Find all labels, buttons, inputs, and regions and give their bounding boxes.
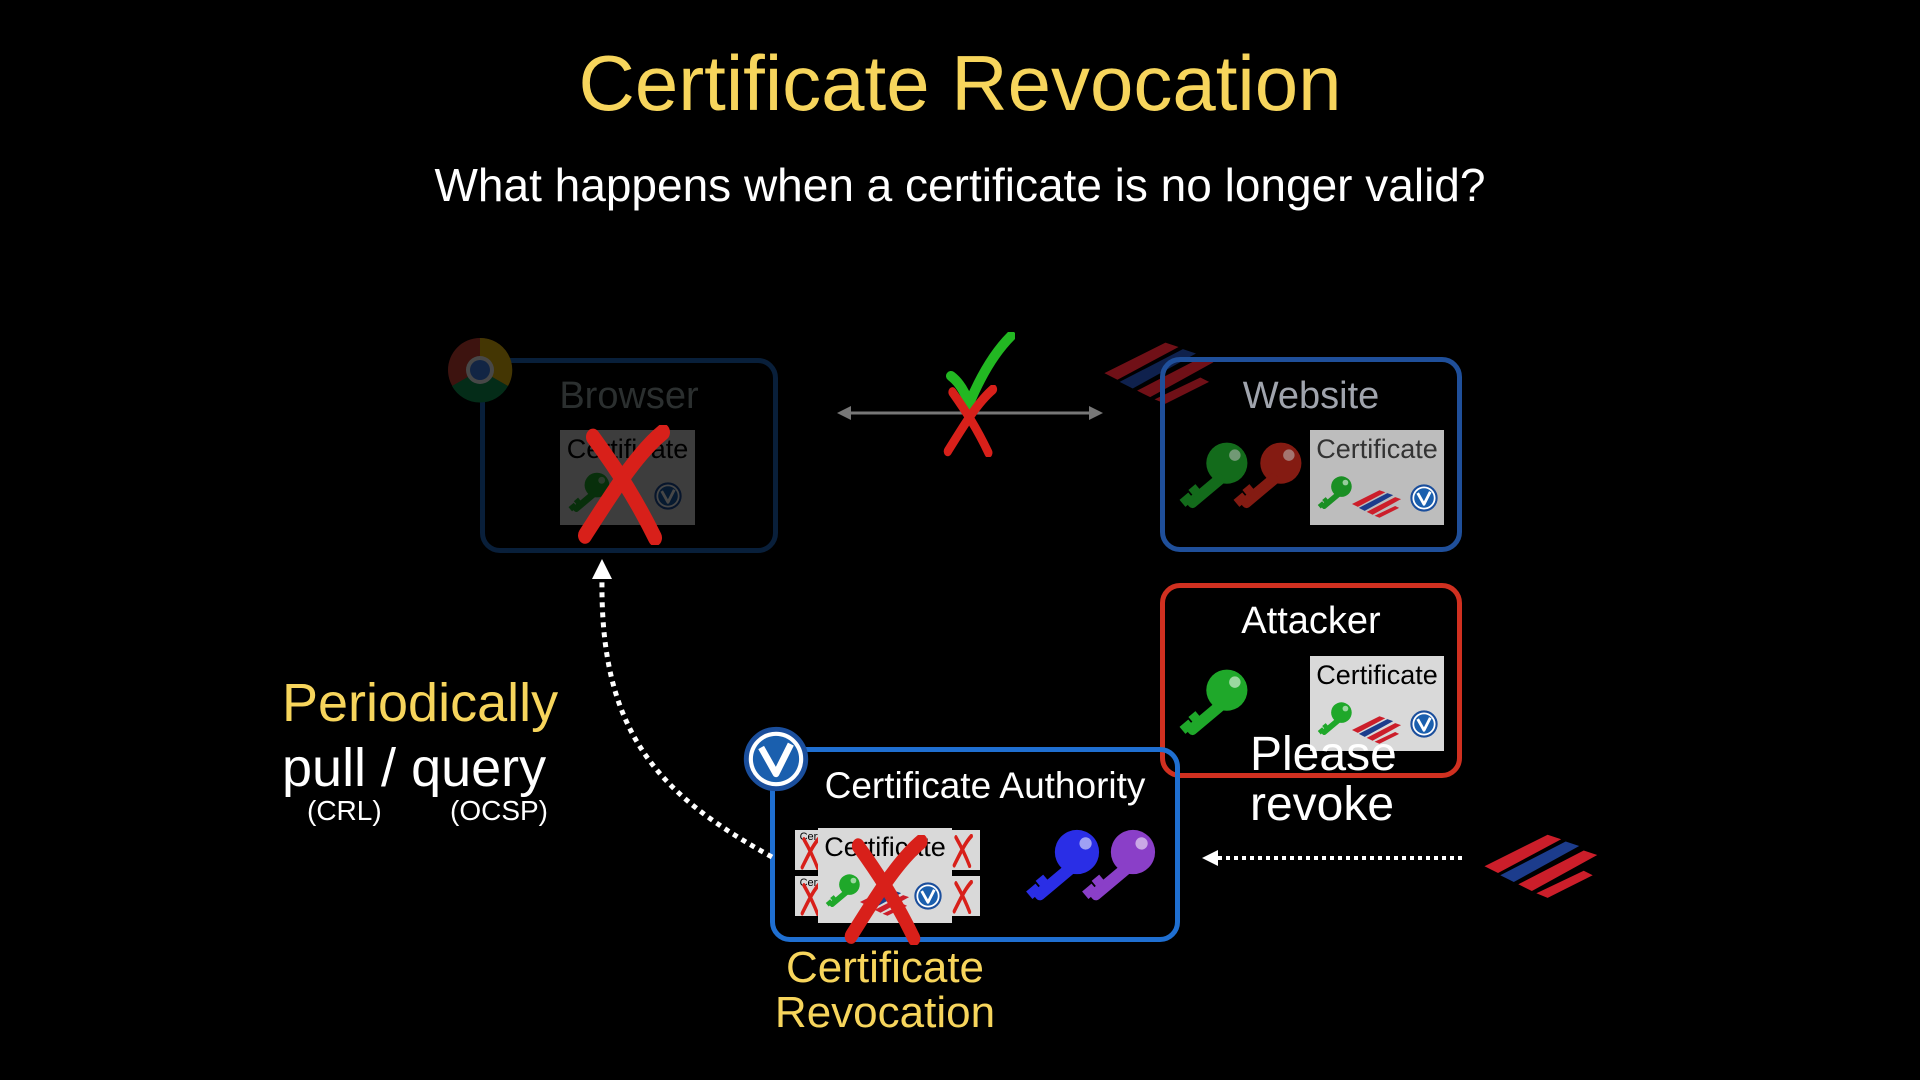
pull-query-label: pull / query xyxy=(282,738,547,798)
attacker-certificate: Certificate xyxy=(1310,656,1444,751)
cross-icon xyxy=(942,385,1000,457)
ca-label: Certificate Authority xyxy=(824,765,1146,806)
revoke-request-text: Please revoke xyxy=(1250,730,1490,830)
distribution-arrow xyxy=(592,559,774,860)
key-icon xyxy=(1172,665,1252,745)
attacker-cert-label: Certificate xyxy=(1316,660,1438,690)
website-label: Website xyxy=(1242,375,1380,417)
key-icon xyxy=(1074,825,1160,911)
cross-icon xyxy=(952,834,974,868)
check-icon xyxy=(946,332,1015,410)
key-icon xyxy=(1226,438,1306,518)
slide-subtitle: What happens when a certificate is no lo… xyxy=(434,159,1486,211)
caption-line-2: Revocation xyxy=(774,988,996,1037)
website-box xyxy=(1160,357,1462,552)
browser-label: Browser xyxy=(559,375,699,417)
slide-title: Certificate Revocation xyxy=(578,39,1342,127)
key-icon xyxy=(1314,474,1354,514)
cross-icon xyxy=(575,425,675,545)
chrome-icon xyxy=(448,337,513,403)
crl-label: (CRL) xyxy=(307,795,382,826)
attacker-box xyxy=(1160,583,1462,778)
periodically-label: Periodically xyxy=(282,673,559,733)
ca-box xyxy=(770,747,1180,942)
revocation-caption: Certificate Revocation xyxy=(740,945,1030,1035)
browser-box xyxy=(480,358,778,553)
website-certificate: Certificate xyxy=(1310,430,1444,525)
website-cert-label: Certificate xyxy=(1316,434,1438,464)
browser-group: Browser Certificate xyxy=(445,330,795,560)
bank-logo-icon xyxy=(1350,488,1404,518)
revoke-line-1: Please xyxy=(1250,728,1397,781)
cross-icon xyxy=(952,880,974,914)
cross-icon xyxy=(842,835,932,945)
attacker-label: Attacker xyxy=(1241,600,1381,642)
caption-line-1: Certificate xyxy=(785,943,985,992)
bank-logo-icon xyxy=(1480,830,1604,898)
ocsp-label: (OCSP) xyxy=(450,795,548,826)
revoke-line-2: revoke xyxy=(1250,778,1395,831)
browser-certificate: Certificate xyxy=(560,430,695,525)
revoke-request-arrow xyxy=(1202,850,1466,866)
verisign-icon xyxy=(1410,484,1438,512)
